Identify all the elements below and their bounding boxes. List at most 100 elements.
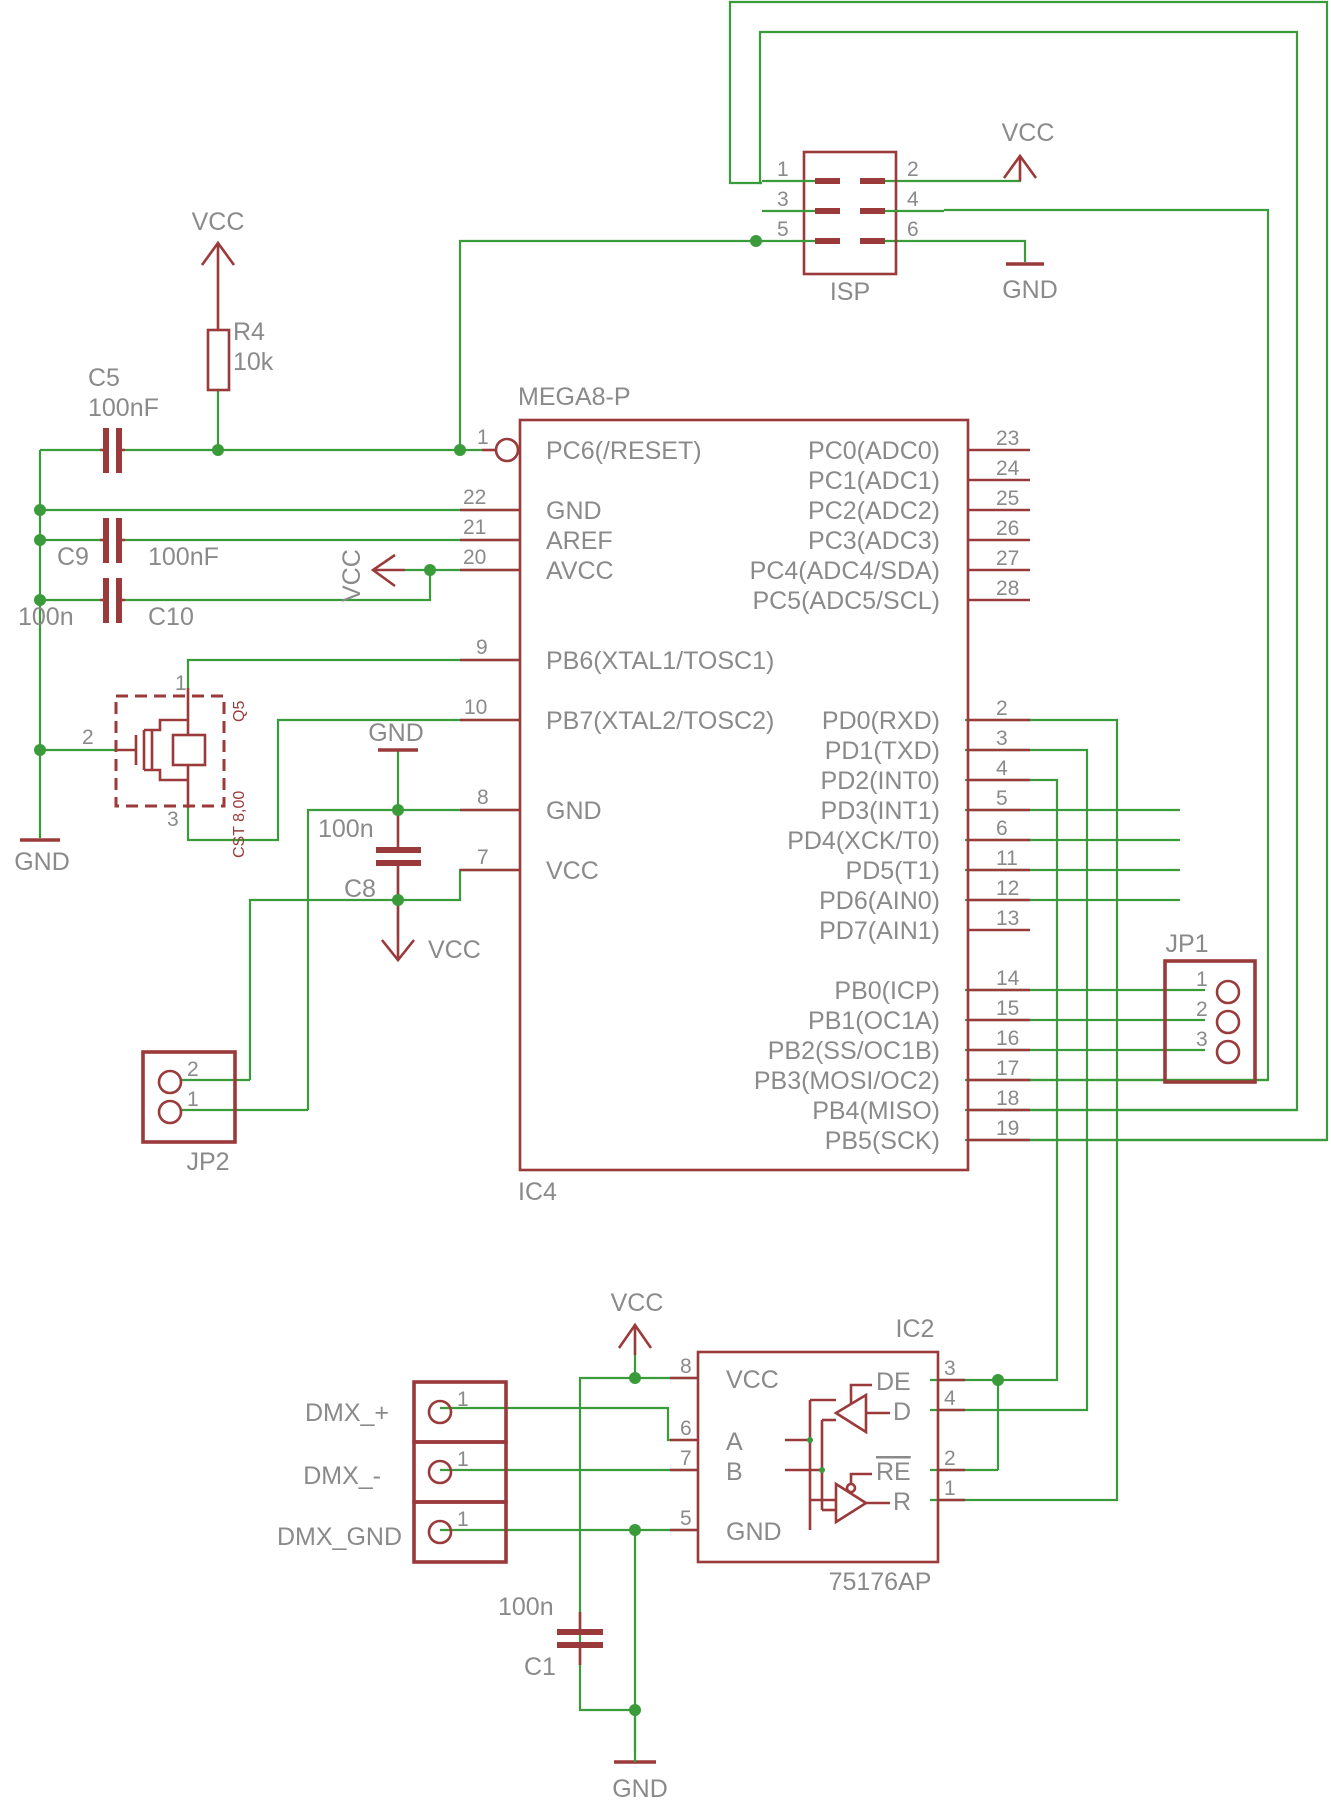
ic4-pin-name: PD2(INT0) bbox=[821, 767, 940, 795]
ic4-pin-num: 19 bbox=[996, 1117, 1019, 1140]
jp2-pin-num: 2 bbox=[187, 1058, 199, 1081]
ic2-pin-name: B bbox=[726, 1458, 743, 1486]
ic4-pin-name: GND bbox=[546, 497, 602, 525]
ic2-pin-num: 3 bbox=[944, 1357, 956, 1380]
ic2-pin-name: A bbox=[726, 1428, 743, 1456]
dmx-minus-label: DMX_- bbox=[303, 1462, 381, 1490]
jp1-pin-num: 2 bbox=[1196, 998, 1208, 1021]
ic4-pin-name: PB3(MOSI/OC2) bbox=[754, 1067, 940, 1095]
ic4-ref: IC4 bbox=[518, 1178, 557, 1206]
ic4-pin-name: PC5(ADC5/SCL) bbox=[752, 587, 940, 615]
crystal-q5: 1 2 3 Q5 CST 8,00 bbox=[82, 672, 248, 858]
isp-ref: ISP bbox=[830, 278, 870, 306]
ic4-pin-num: 1 bbox=[477, 426, 489, 449]
ic2-pin-name: RE bbox=[876, 1458, 911, 1486]
jp2-ref: JP2 bbox=[186, 1148, 229, 1176]
ic4-pin-num: 7 bbox=[477, 846, 489, 869]
q5-ref: Q5 bbox=[231, 701, 248, 722]
ic4-pin-num: 10 bbox=[464, 696, 487, 719]
ic4-pin-num: 12 bbox=[996, 877, 1019, 900]
ic4-pin-num: 15 bbox=[996, 997, 1019, 1020]
ic4-pin-num: 23 bbox=[996, 427, 1019, 450]
jp1-ref: JP1 bbox=[1165, 930, 1208, 958]
c8-value: 100n bbox=[318, 815, 374, 843]
ic4-pin-num: 27 bbox=[996, 547, 1019, 570]
isp-pin-num: 4 bbox=[907, 188, 919, 211]
ic2-pin-num: 8 bbox=[680, 1355, 692, 1378]
ic4-pin-name: PC1(ADC1) bbox=[808, 467, 940, 495]
isp-pin-num: 2 bbox=[907, 158, 919, 181]
gnd-label: GND bbox=[14, 848, 70, 876]
ic2-pin-name: DE bbox=[876, 1368, 911, 1396]
ic4-pin-name: PB7(XTAL2/TOSC2) bbox=[546, 707, 774, 735]
ic4-pin-num: 5 bbox=[996, 787, 1008, 810]
dmx-plus-label: DMX_+ bbox=[305, 1399, 389, 1427]
ic2-pin-name: R bbox=[893, 1488, 911, 1516]
gnd-label: GND bbox=[612, 1775, 668, 1803]
jp2-pin-num: 1 bbox=[187, 1088, 199, 1111]
jumper-jp2: 2 1 JP2 bbox=[141, 1050, 237, 1176]
power-symbols: VCC GND VCC VCC GND GND VCC VCC GND bbox=[14, 119, 1058, 1803]
ic4-pin-num: 8 bbox=[477, 786, 489, 809]
isp-pin-num: 3 bbox=[777, 188, 789, 211]
ic4-pin-name: GND bbox=[546, 797, 602, 825]
ic2-pin-num: 5 bbox=[680, 1507, 692, 1530]
c10-value: 100n bbox=[18, 603, 74, 631]
ic4-pin-num: 17 bbox=[996, 1057, 1019, 1080]
ic4-value: MEGA8-P bbox=[518, 383, 631, 411]
transceiver-symbol bbox=[785, 1383, 890, 1530]
ic4-pin-num: 3 bbox=[996, 727, 1008, 750]
c1-ref: C1 bbox=[524, 1653, 556, 1681]
ic4-pin-name: AVCC bbox=[546, 557, 614, 585]
c5-value: 100nF bbox=[88, 394, 159, 422]
ic2-pin-num: 6 bbox=[680, 1417, 692, 1440]
capacitor-c8: 100n C8 bbox=[318, 810, 421, 903]
ic4-pin-num: 24 bbox=[996, 457, 1020, 480]
ic4-pin-name: PC2(ADC2) bbox=[808, 497, 940, 525]
ic4-pin-name: PC3(ADC3) bbox=[808, 527, 940, 555]
vcc-label: VCC bbox=[338, 549, 366, 602]
ic4-pin-num: 28 bbox=[996, 577, 1019, 600]
ic2-pin-num: 7 bbox=[680, 1447, 692, 1470]
jp1-pin-num: 1 bbox=[1196, 968, 1208, 991]
ic2-ref: IC2 bbox=[896, 1315, 935, 1343]
c9-value: 100nF bbox=[148, 543, 219, 571]
ic4-pin-num: 11 bbox=[996, 847, 1018, 870]
isp-pin-num: 5 bbox=[777, 218, 789, 241]
junctions bbox=[34, 235, 1004, 1716]
q5-pin-num: 2 bbox=[82, 726, 94, 749]
ic4-pin-name: PB1(OC1A) bbox=[808, 1007, 940, 1035]
ic4-pin-num: 9 bbox=[476, 636, 488, 659]
ic2-pin-name: D bbox=[893, 1398, 911, 1426]
ic2-pin-num: 1 bbox=[944, 1477, 956, 1500]
ic2-75176: IC2 75176AP 8 6 7 5 VCC A B GND 3 4 2 1 … bbox=[670, 1315, 965, 1596]
ic4-pin-num: 6 bbox=[996, 817, 1008, 840]
ic4-pin-name: PD0(RXD) bbox=[822, 707, 940, 735]
dmx-pin-num: 1 bbox=[457, 1388, 469, 1411]
dmx-gnd-label: DMX_GND bbox=[277, 1523, 402, 1551]
c5-ref: C5 bbox=[88, 364, 120, 392]
c10-ref: C10 bbox=[148, 603, 194, 631]
vcc-label: VCC bbox=[428, 936, 481, 964]
resistor-r4: R4 10k bbox=[206, 318, 274, 392]
vcc-label: VCC bbox=[1002, 119, 1055, 147]
capacitor-c1: 100n C1 bbox=[498, 1593, 603, 1681]
ic2-pin-name: GND bbox=[726, 1518, 782, 1546]
ic4-pin-name: PC0(ADC0) bbox=[808, 437, 940, 465]
ic4-pin-name: PD6(AIN0) bbox=[819, 887, 940, 915]
capacitor-c10: 100n C10 bbox=[18, 578, 194, 631]
capacitor-c9: C9 100nF bbox=[57, 518, 219, 571]
ic4-pin-name: PC6(/RESET) bbox=[546, 437, 702, 465]
ic2-pin-num: 4 bbox=[944, 1387, 956, 1410]
ic4-pin-name: PB4(MISO) bbox=[812, 1097, 940, 1125]
ic4-pin-num: 14 bbox=[996, 967, 1020, 990]
gnd-label: GND bbox=[1002, 276, 1058, 304]
ic4-pin-num: 16 bbox=[996, 1027, 1019, 1050]
ic4-pin-name: PB2(SS/OC1B) bbox=[768, 1037, 940, 1065]
jp1-pin-num: 3 bbox=[1196, 1028, 1208, 1051]
ic4-pin-name: VCC bbox=[546, 857, 599, 885]
ic4-pin-name: PD1(TXD) bbox=[825, 737, 940, 765]
ic4-pin-num: 22 bbox=[463, 486, 486, 509]
ic4-pin-num: 21 bbox=[463, 516, 486, 539]
r4-ref: R4 bbox=[233, 318, 265, 346]
